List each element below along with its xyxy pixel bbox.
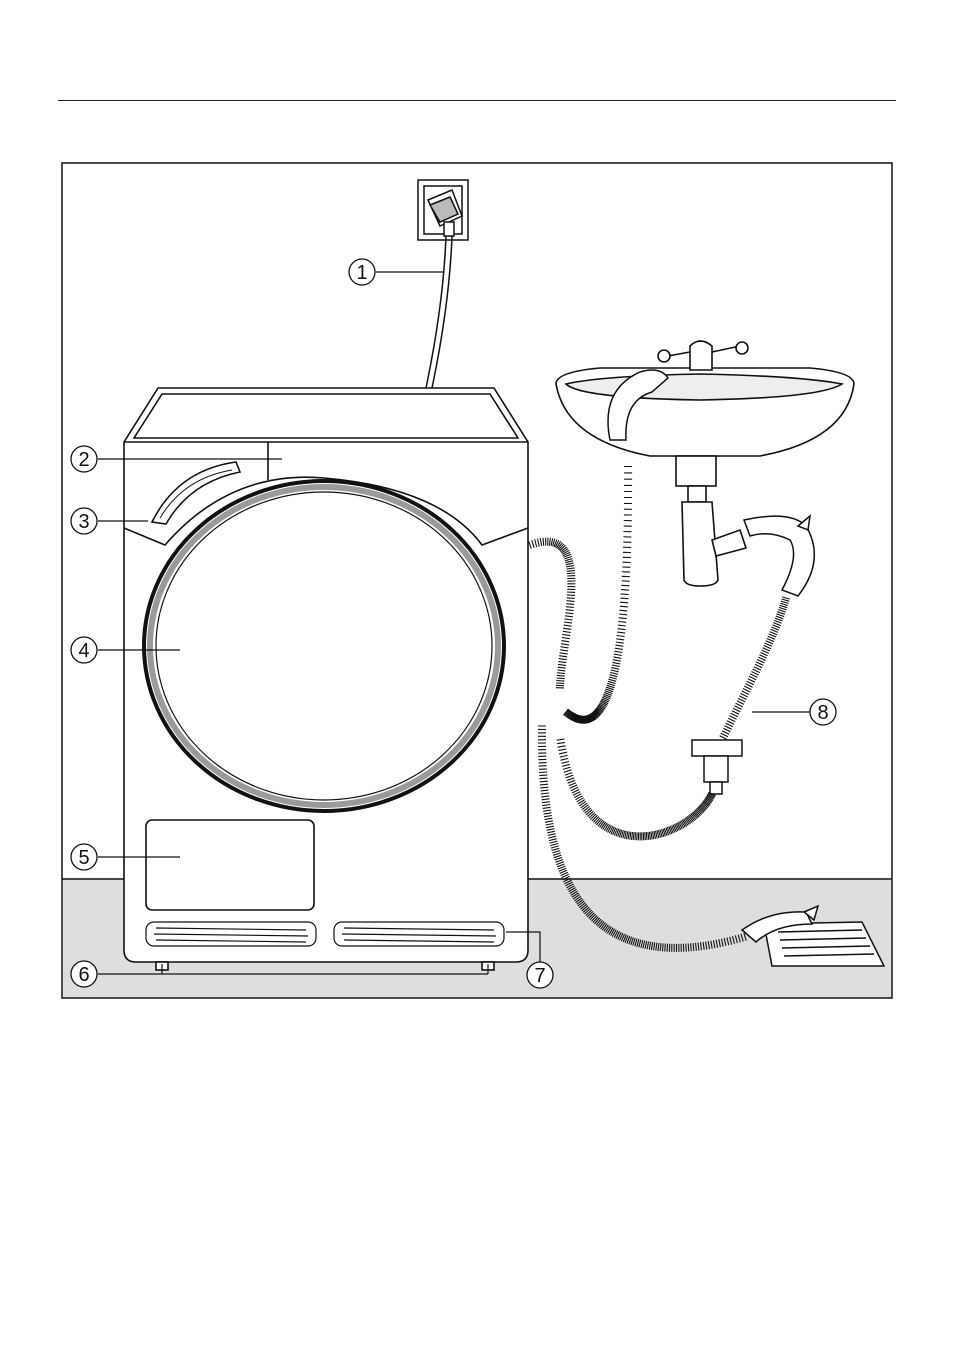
access-panel [146,820,314,910]
wall-socket [418,180,468,240]
callout-3: 3 [71,508,97,534]
callout-8: 8 [810,699,836,725]
svg-text:4: 4 [78,640,89,662]
svg-text:2: 2 [78,449,89,471]
callout-6: 6 [71,961,97,987]
callout-2: 2 [71,446,97,472]
callout-7: 7 [527,962,553,988]
svg-text:8: 8 [817,702,828,724]
callout-5: 5 [71,844,97,870]
svg-text:3: 3 [78,511,89,533]
svg-text:1: 1 [356,262,367,284]
svg-text:5: 5 [78,847,89,869]
callout-4: 4 [71,637,97,663]
svg-text:7: 7 [534,965,545,987]
callout-1: 1 [349,259,375,285]
svg-text:6: 6 [78,964,89,986]
dryer [124,388,528,970]
